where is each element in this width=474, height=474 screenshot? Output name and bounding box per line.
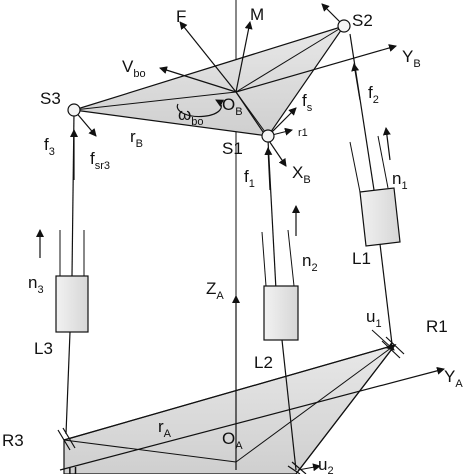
label-n3: n3 — [28, 273, 44, 296]
joint-r2 — [287, 461, 307, 474]
label-s3: S3 — [40, 89, 61, 108]
m-moment-arrow — [235, 21, 253, 93]
base-radius-ra — [63, 439, 237, 463]
label-xb: XB — [292, 163, 311, 186]
joint-s3 — [67, 103, 81, 117]
label-l2: L2 — [254, 353, 273, 372]
moving-platform — [73, 24, 346, 137]
label-fsr3: fsr3 — [90, 149, 110, 172]
f1-arrow — [264, 147, 273, 191]
label-n2: n2 — [302, 251, 318, 274]
label-rb: rB — [130, 127, 143, 150]
leg-l1-rod — [349, 33, 375, 191]
cylinder-l3 — [55, 275, 89, 333]
ya-axis — [59, 366, 445, 471]
f-force-arrow — [179, 21, 237, 93]
label-r1: r1 — [298, 127, 308, 139]
label-f3: f3 — [44, 135, 55, 158]
joint-s2 — [337, 19, 351, 33]
cylinder-l1-sleeve-r — [377, 135, 389, 189]
base-edge-r3-r1 — [63, 344, 396, 441]
label-yb: YB — [402, 47, 421, 70]
platform-radius-rb — [73, 91, 237, 111]
cylinder-l2-sleeve — [261, 231, 267, 287]
cylinder-l2 — [263, 285, 299, 341]
base-diagonal — [235, 344, 396, 463]
cylinder-l1 — [359, 187, 401, 247]
leg-l1-lower — [379, 243, 393, 345]
label-u1: u1 — [366, 307, 382, 330]
label-wbo: ωbo — [178, 105, 204, 128]
label-u2: u2 — [318, 455, 334, 474]
joint-r3 — [57, 427, 76, 451]
label-u3: u — [68, 461, 77, 474]
label-f2: f2 — [368, 83, 379, 106]
label-n1: n1 — [392, 169, 408, 192]
u1-axis-arrow — [371, 329, 395, 351]
label-oa: OA — [222, 429, 243, 452]
label-l3: L3 — [34, 339, 53, 358]
n1-arrow — [382, 127, 391, 161]
xb-axis — [235, 91, 287, 167]
label-vbo: Vbo — [122, 57, 146, 80]
label-fs: fs — [302, 91, 313, 114]
label-ya: YA — [444, 367, 463, 390]
leg-l3-lower — [65, 331, 71, 435]
label-r1-joint: R1 — [426, 317, 448, 336]
joint-s1 — [261, 129, 275, 143]
label-f1: f1 — [244, 167, 255, 190]
label-za: ZA — [206, 279, 224, 302]
u2-axis-arrow — [297, 463, 321, 472]
label-ra: rA — [158, 417, 172, 440]
cylinder-l1-sleeve — [349, 141, 361, 193]
platform-radius-s2 — [235, 25, 345, 93]
label-r3-joint: R3 — [2, 431, 24, 450]
cylinder-l2-sleeve-r — [287, 229, 295, 287]
label-ob: OB — [222, 95, 243, 118]
leg-l2-lower — [281, 339, 297, 471]
yb-axis — [235, 44, 397, 93]
vbo-arrow — [159, 66, 237, 93]
base-edge-r1-bottom — [295, 344, 396, 474]
f2-arrow — [351, 63, 361, 101]
omega-bo-arc — [176, 99, 225, 118]
label-m: M — [250, 5, 264, 24]
label-s1: S1 — [222, 139, 243, 158]
label-f: F — [176, 7, 186, 26]
label-s2: S2 — [352, 11, 373, 30]
label-l1: L1 — [352, 249, 371, 268]
